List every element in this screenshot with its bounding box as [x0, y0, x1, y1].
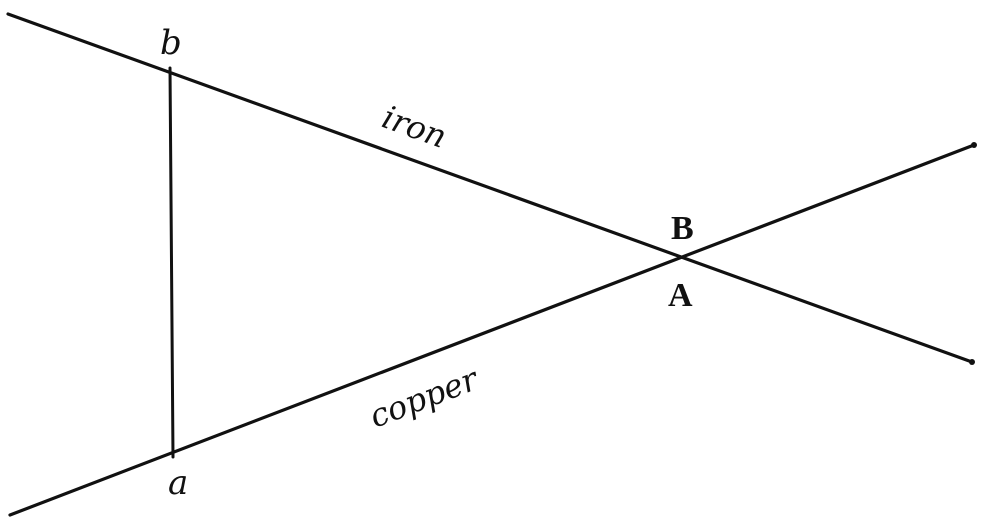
copper-wire	[8, 143, 976, 517]
iron-label: iron	[377, 98, 451, 156]
connecting-wire-ab	[168, 66, 175, 459]
point-a-label: a	[168, 463, 188, 503]
iron-wire	[6, 12, 974, 364]
junction-A-label: A	[668, 277, 693, 314]
junction-B-label: B	[671, 210, 694, 247]
copper-wire-end-dot	[971, 142, 977, 148]
point-b-label: b	[160, 23, 182, 63]
iron-wire-end-dot	[969, 359, 975, 365]
